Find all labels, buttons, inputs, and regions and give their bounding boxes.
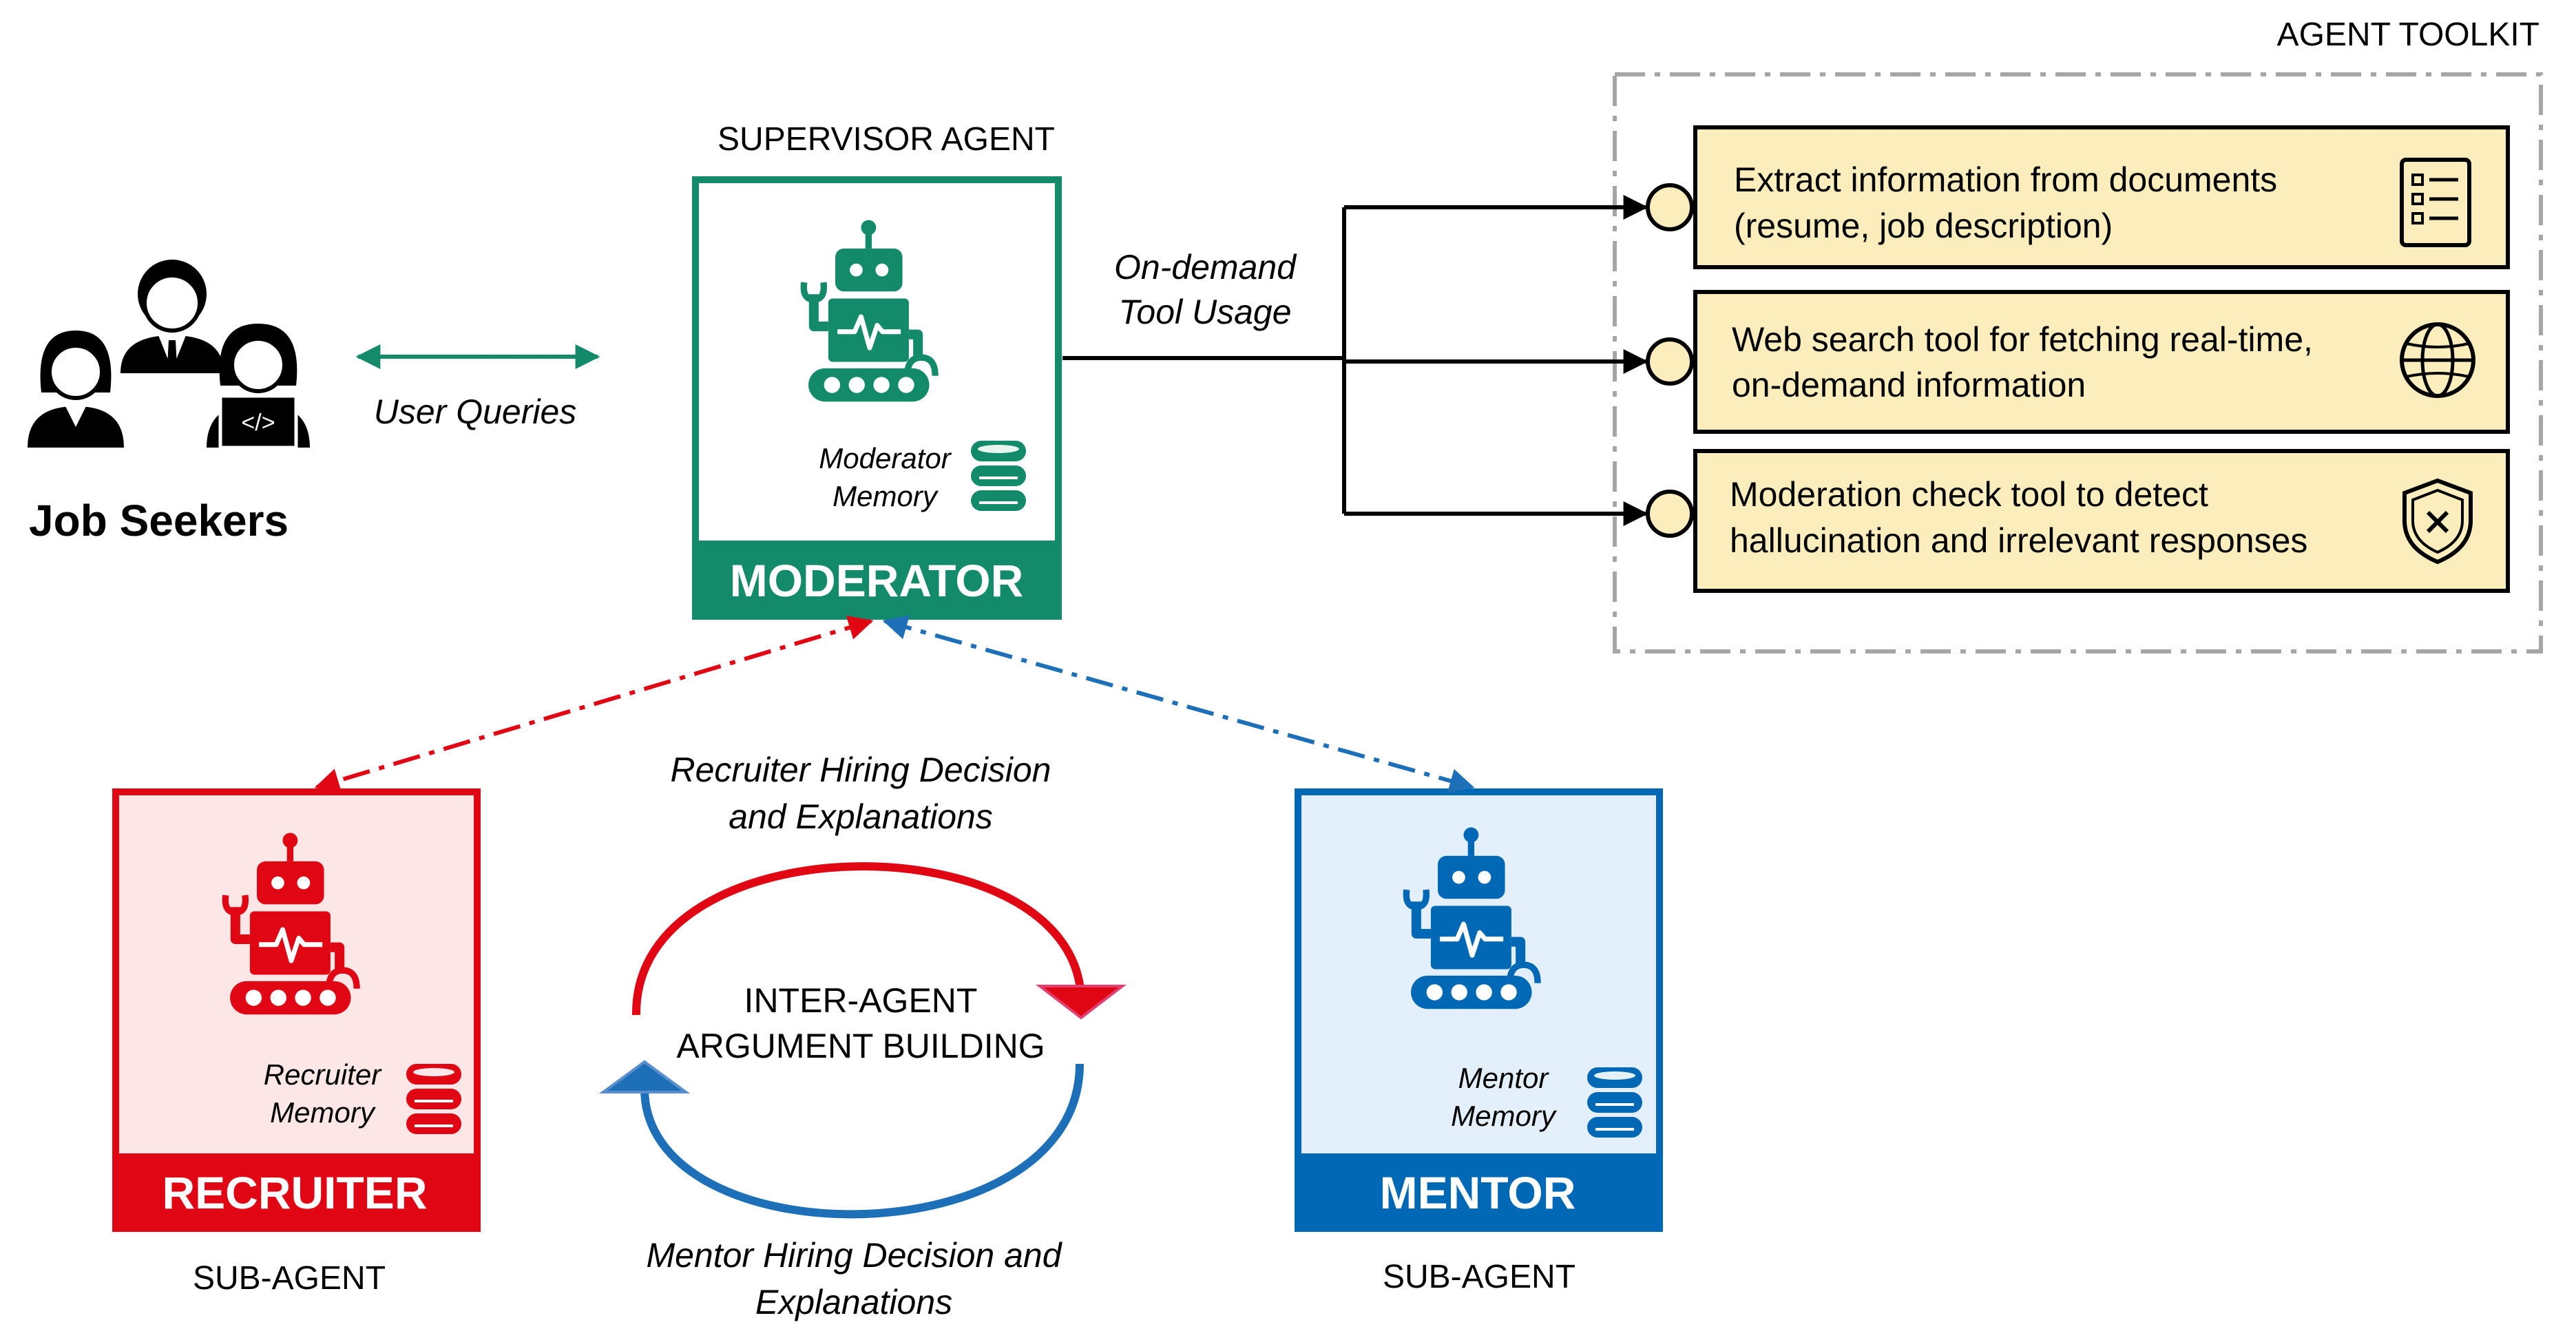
tool-connectors <box>1062 195 1648 526</box>
argument-center-label-1: INTER-AGENT <box>744 981 978 1020</box>
tool-websearch-label-2: on-demand information <box>1732 366 2086 404</box>
mentor-database-icon <box>1586 1066 1644 1139</box>
recruiter-role-label: SUB-AGENT <box>193 1260 386 1297</box>
moderator-name: MODERATOR <box>730 555 1024 606</box>
moderator-mentor-link[interactable] <box>882 615 1475 793</box>
document-list-icon <box>2400 158 2471 247</box>
tool-usage-label-1: On-demand <box>1114 248 1297 286</box>
mentor-memory-label-1: Mentor <box>1458 1062 1550 1094</box>
tool-usage-label-2: Tool Usage <box>1118 293 1291 331</box>
argument-center-label-2: ARGUMENT BUILDING <box>676 1027 1045 1065</box>
mentor-decision-label-2: Explanations <box>755 1283 952 1321</box>
tool-websearch-port <box>1646 337 1694 386</box>
recruiter-database-icon <box>405 1062 463 1135</box>
tool-moderation-check[interactable]: Moderation check tool to detect hallucin… <box>1693 449 2510 593</box>
recruiter-arc-arrowhead <box>1036 985 1127 1020</box>
tool-extract-port <box>1646 183 1694 231</box>
recruiter-memory-label-1: Recruiter <box>264 1058 382 1091</box>
job-seekers-label: Job Seekers <box>29 496 289 545</box>
recruiter-decision-label-1: Recruiter Hiring Decision <box>671 751 1051 789</box>
recruiter-decision-label-2: and Explanations <box>729 797 993 836</box>
tool-moderation-label-1: Moderation check tool to detect <box>1730 475 2208 514</box>
mentor-memory-label-2: Memory <box>1451 1100 1558 1132</box>
tool-moderation-port <box>1646 490 1694 538</box>
job-seekers-icon: </> <box>28 260 310 450</box>
tool-websearch-label-1: Web search tool for fetching real-time, <box>1732 320 2313 359</box>
tool-extract-label-1: Extract information from documents <box>1734 160 2277 199</box>
moderator-agent-card[interactable]: MODERATOR Moderator Memory <box>692 176 1062 620</box>
recruiter-to-mentor-arc <box>631 862 1085 1016</box>
tool-extract-label-2: (resume, job description) <box>1734 207 2113 245</box>
mentor-to-recruiter-arc <box>640 1063 1084 1219</box>
agent-toolkit: AGENT TOOLKIT Extract information from d… <box>1613 17 2543 653</box>
recruiter-memory-label-2: Memory <box>270 1096 377 1129</box>
shield-x-icon <box>2402 478 2473 565</box>
recruiter-agent-card[interactable]: RECRUITER Recruiter Memory <box>112 788 481 1232</box>
mentor-arc-arrowhead <box>598 1060 691 1093</box>
inter-agent-cycle <box>598 862 1127 1219</box>
user-queries-label: User Queries <box>374 392 577 431</box>
tool-moderation-label-2: hallucination and irrelevant responses <box>1730 521 2307 560</box>
moderator-role-label: SUPERVISOR AGENT <box>718 121 1055 158</box>
mentor-role-label: SUB-AGENT <box>1383 1259 1575 1295</box>
moderator-memory-label-1: Moderator <box>819 442 952 474</box>
toolkit-title: AGENT TOOLKIT <box>2277 17 2540 53</box>
moderator-memory-label-2: Memory <box>833 480 939 512</box>
svg-text:</>: </> <box>241 410 275 436</box>
recruiter-name: RECRUITER <box>162 1167 427 1218</box>
globe-icon <box>2400 322 2475 398</box>
mentor-agent-card[interactable]: MENTOR Mentor Memory <box>1295 788 1663 1232</box>
tool-web-search[interactable]: Web search tool for fetching real-time, … <box>1693 290 2510 434</box>
mentor-name: MENTOR <box>1380 1167 1576 1218</box>
mentor-decision-label-1: Mentor Hiring Decision and <box>646 1236 1062 1275</box>
moderator-recruiter-link[interactable] <box>314 616 874 793</box>
moderator-database-icon <box>970 439 1027 512</box>
tool-extract-documents[interactable]: Extract information from documents (resu… <box>1693 125 2510 269</box>
